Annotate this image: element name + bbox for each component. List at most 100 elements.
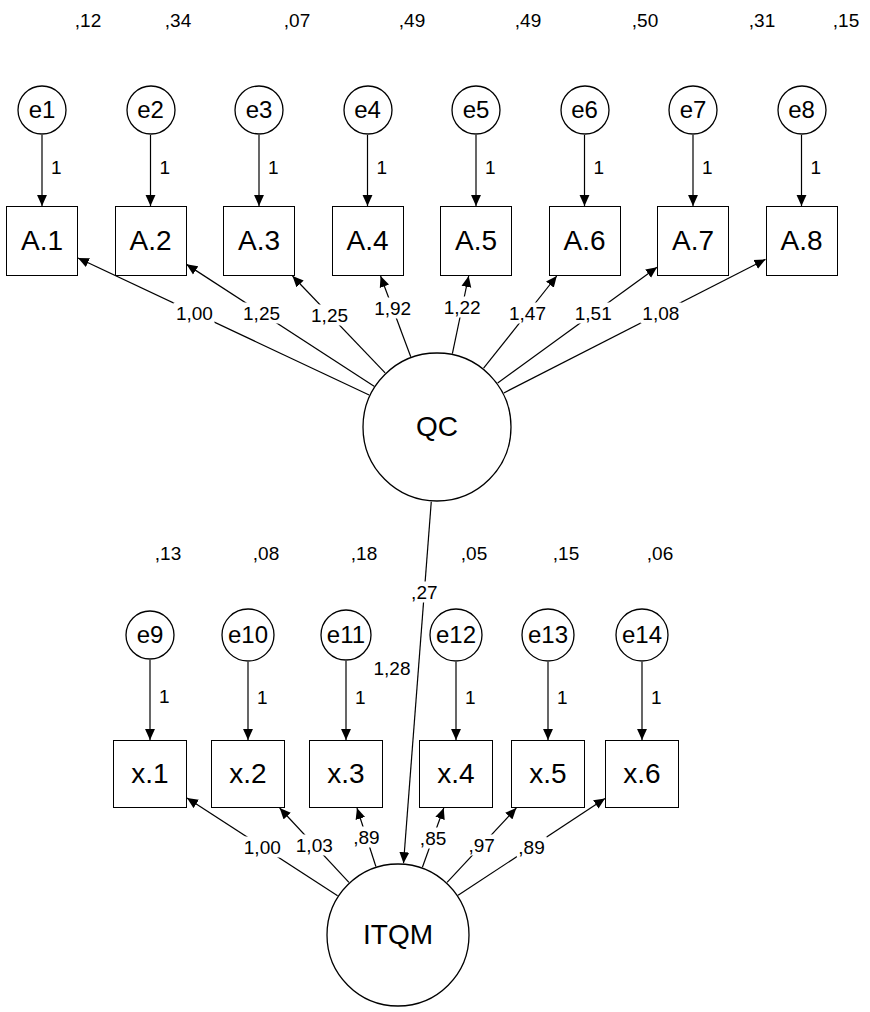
circle-outline (452, 86, 500, 134)
node-text-group: e10 (228, 623, 268, 647)
node-text-group: x.2 (229, 760, 266, 788)
node-text-group: A.6 (563, 227, 605, 255)
variance-estimate: ,18 (351, 544, 377, 563)
arrow-connector (447, 808, 516, 882)
error-circle: e7 (668, 85, 718, 135)
indicator-box: A.4 (332, 206, 404, 276)
indicator-box: A.8 (766, 206, 838, 276)
variance-estimate: ,15 (553, 544, 579, 563)
node-text-group: e1 (29, 98, 56, 122)
variance-estimate: ,49 (399, 11, 425, 30)
arrow-connector (547, 662, 548, 740)
node-label: e1 (29, 98, 56, 122)
variance-estimate: ,13 (155, 544, 181, 563)
node-text-group: QC (416, 413, 458, 441)
node-text-group: A.7 (672, 227, 714, 255)
error-circle: e3 (234, 85, 284, 135)
arrow-connector (367, 135, 368, 206)
node-label: e13 (528, 623, 568, 647)
indicator-box: A.7 (657, 206, 729, 276)
node-label: e6 (571, 98, 598, 122)
indicator-box: x.5 (511, 740, 585, 808)
node-text-group: x.6 (623, 760, 660, 788)
circle-outline (126, 611, 174, 659)
node-label: e12 (436, 623, 476, 647)
indicator-box: A.6 (549, 206, 621, 276)
arrow-connector (641, 662, 642, 740)
node-label: e11 (327, 623, 365, 647)
node-text-group: e2 (137, 98, 164, 122)
node-text-group: A.5 (455, 227, 497, 255)
node-text-group: e14 (622, 623, 662, 647)
path-coefficient: 1,08 (640, 302, 681, 323)
arrow-connector (292, 276, 385, 373)
node-label: A.8 (780, 227, 822, 255)
node-label: e7 (680, 98, 707, 122)
circle-outline (327, 864, 469, 1006)
node-label: x.4 (437, 760, 474, 788)
path-coefficient: 1 (651, 688, 662, 707)
variance-estimate: ,08 (253, 544, 279, 563)
node-text-group: x.1 (131, 760, 168, 788)
circle-outline (616, 609, 668, 661)
node-label: A.5 (455, 227, 497, 255)
node-text-group: A.8 (780, 227, 822, 255)
circle-outline (778, 86, 826, 134)
path-coefficient: 1 (377, 157, 388, 176)
circle-outline (321, 610, 371, 660)
node-label: A.3 (238, 227, 280, 255)
path-coefficient: 1 (355, 687, 366, 706)
node-text-group: A.3 (238, 227, 280, 255)
arrow-connector (584, 135, 585, 206)
arrow-connector (258, 135, 259, 206)
error-circle: e10 (221, 608, 275, 662)
node-label: e5 (463, 98, 490, 122)
arrow-connector (404, 502, 432, 863)
path-coefficient: ,89 (351, 827, 381, 848)
arrow-connector (455, 662, 456, 740)
node-text-group: ITQM (363, 921, 433, 949)
node-label: e4 (354, 98, 381, 122)
indicator-box: x.3 (309, 740, 383, 808)
node-label: x.5 (529, 760, 566, 788)
arrow-connector (150, 135, 151, 206)
path-coefficient: 1 (257, 688, 268, 707)
node-text-group: e11 (327, 623, 365, 647)
error-circle: e9 (125, 610, 175, 660)
arrow-connector (475, 135, 476, 206)
path-coefficient: 1,25 (309, 304, 350, 325)
error-circle: e14 (615, 608, 669, 662)
arrow-connector (247, 662, 248, 740)
arrow-connector (280, 808, 349, 882)
arrow-connector (484, 276, 557, 368)
node-label: e10 (228, 623, 268, 647)
indicator-box: A.2 (115, 206, 187, 276)
path-coefficient: 1 (485, 157, 496, 176)
path-coefficient: 1,03 (294, 835, 335, 856)
variance-estimate: ,34 (165, 11, 191, 30)
node-text-group: e5 (463, 98, 490, 122)
node-label: A.6 (563, 227, 605, 255)
error-circle: e13 (521, 608, 575, 662)
path-coefficient: ,89 (516, 836, 546, 857)
circle-outline (363, 353, 511, 501)
node-label: x.3 (327, 760, 364, 788)
arrow-connector (149, 660, 150, 740)
node-text-group: e8 (788, 98, 815, 122)
node-label: x.2 (229, 760, 266, 788)
node-text-group: x.5 (529, 760, 566, 788)
arrow-connector (41, 135, 42, 206)
node-label: ITQM (363, 921, 433, 949)
variance-estimate: ,06 (647, 544, 673, 563)
path-coefficient: 1 (51, 157, 62, 176)
node-text-group: e9 (137, 623, 164, 647)
latent-circle: ITQM (326, 863, 470, 1007)
error-circle: e4 (343, 85, 393, 135)
node-text-group: e12 (436, 623, 476, 647)
arrow-connector (78, 258, 369, 395)
node-label: e9 (137, 623, 164, 647)
node-label: e3 (246, 98, 273, 122)
indicator-box: x.2 (211, 740, 285, 808)
indicator-box: x.1 (113, 740, 187, 808)
